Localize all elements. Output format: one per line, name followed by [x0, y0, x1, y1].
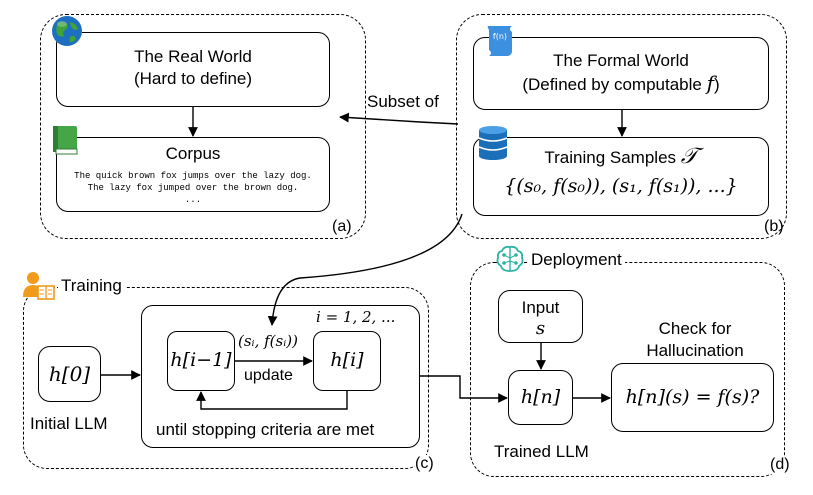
globe-icon: [52, 16, 82, 46]
corpus-title: Corpus: [165, 144, 221, 163]
training-samples-box: Training Samples 𝒯 {(s₀, f(s₀)), (s₁, f(…: [473, 137, 769, 216]
formal-world-title: The Formal World: [553, 51, 689, 70]
sample-pair: (sᵢ, f(sᵢ)): [238, 332, 298, 350]
arrow-subset-of: [339, 112, 459, 125]
arrow-loop-deploy: [420, 375, 508, 403]
panel-a-label: (a): [332, 218, 352, 235]
corpus-line-1: The quick brown fox jumps over the lazy …: [74, 171, 312, 181]
real-world-title: The Real World: [134, 47, 252, 66]
scroll-icon: f(n): [487, 26, 512, 56]
loop-index: i = 1, 2, ...: [316, 308, 396, 326]
check-hallucination-label: Check for Hallucination: [646, 319, 744, 360]
brain-icon: [496, 245, 524, 272]
stopping-criteria-label: until stopping criteria are met: [156, 420, 375, 439]
panel-d-label: (d): [770, 456, 790, 474]
corpus-line-3: ...: [184, 195, 202, 205]
trained-llm-box: h[n]: [508, 370, 573, 425]
corpus-box: Corpus The quick brown fox jumps over th…: [56, 137, 330, 212]
h-next-label: h[i]: [330, 349, 364, 371]
input-label: Input: [521, 298, 560, 317]
deployment-title: Deployment: [528, 249, 625, 271]
check-box: h[n](s) = f(s)?: [611, 363, 774, 432]
user-icon: [23, 272, 55, 300]
arrow-samples-to-loop: [267, 213, 463, 326]
panel-d: [470, 262, 785, 477]
panel-c-label: (c): [415, 455, 434, 473]
training-samples-title: Training Samples 𝒯: [544, 144, 698, 169]
training-samples-symbol: 𝒯: [680, 144, 698, 169]
h-prev-box: h[i−1]: [167, 331, 235, 391]
initial-llm-box: h[0]: [38, 346, 101, 402]
panel-b: [456, 14, 787, 239]
initial-llm-label: Initial LLM: [30, 414, 108, 433]
input-box: Input s: [498, 290, 583, 343]
training-title: Training: [58, 275, 125, 297]
database-icon: [478, 126, 508, 160]
corpus-line-2: The lazy fox jumped over the brown dog.: [87, 183, 299, 193]
update-label: update: [244, 367, 293, 384]
check-expression: h[n](s) = f(s)?: [625, 386, 760, 408]
book-icon: [53, 126, 78, 155]
panel-c: [23, 287, 429, 469]
arrow-feedback: [196, 391, 348, 410]
input-var: s: [535, 318, 546, 339]
scroll-icon-label: f(n): [493, 32, 507, 41]
subset-of-label: Subset of: [367, 92, 439, 111]
h0-label: h[0]: [48, 362, 91, 386]
real-world-box: The Real World (Hard to define): [56, 32, 330, 107]
real-world-subtitle: (Hard to define): [133, 69, 253, 88]
panel-a: [40, 14, 366, 239]
formal-world-subtitle: (Defined by computable f): [522, 71, 720, 95]
panel-b-label: (b): [764, 218, 784, 235]
formal-world-box: The Formal World (Defined by computable …: [473, 37, 769, 110]
trained-llm-label: Trained LLM: [494, 442, 589, 461]
training-samples-set: {(s₀, f(s₀)), (s₁, f(s₁)), ...}: [504, 175, 738, 197]
hn-label: h[n]: [520, 386, 561, 408]
h-prev-label: h[i−1]: [170, 349, 232, 371]
h-next-box: h[i]: [313, 331, 381, 391]
